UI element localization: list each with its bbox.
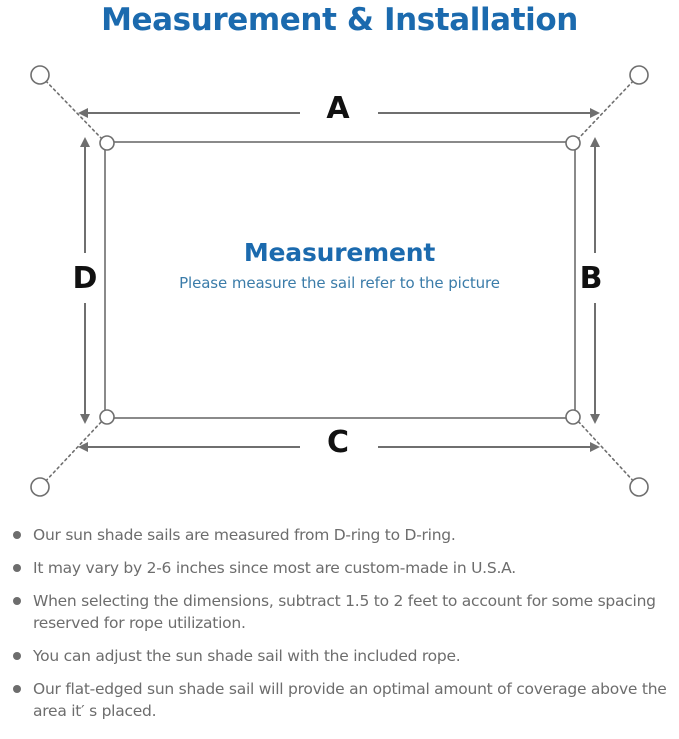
list-item: Our sun shade sails are measured from D-… <box>10 524 675 546</box>
anchor-circle-top-left <box>30 65 50 85</box>
anchor-circle-bottom-right <box>629 477 649 497</box>
list-item-text: It may vary by 2-6 inches since most are… <box>33 559 516 577</box>
d-ring-top-left <box>99 135 115 151</box>
dimension-label-b: B <box>579 261 603 296</box>
diagram-svg <box>30 65 649 497</box>
rope-top-left <box>41 76 104 141</box>
d-ring-top-right <box>565 135 581 151</box>
rope-top-right <box>576 76 638 141</box>
dimension-label-d: D <box>72 261 98 296</box>
d-ring-bottom-left <box>99 409 115 425</box>
diagram-center-subtext: Please measure the sail refer to the pic… <box>179 274 500 292</box>
bullet-icon <box>13 531 21 539</box>
rope-bottom-left <box>41 419 104 486</box>
list-item: It may vary by 2-6 inches since most are… <box>10 557 675 579</box>
bullet-icon <box>13 652 21 660</box>
list-item: You can adjust the sun shade sail with t… <box>10 645 675 667</box>
list-item-text: You can adjust the sun shade sail with t… <box>33 647 461 665</box>
list-item-text: When selecting the dimensions, subtract … <box>33 592 656 632</box>
measurement-diagram: A B C D Measurement Please measure the s… <box>0 48 679 518</box>
dimension-label-c: C <box>326 425 350 460</box>
d-ring-bottom-right <box>565 409 581 425</box>
bullet-icon <box>13 564 21 572</box>
anchor-circle-bottom-left <box>30 477 50 497</box>
sail-rectangle <box>104 141 576 419</box>
notes-list: Our sun shade sails are measured from D-… <box>10 524 675 733</box>
anchor-circle-top-right <box>629 65 649 85</box>
bullet-icon <box>13 597 21 605</box>
list-item: Our flat-edged sun shade sail will provi… <box>10 678 675 722</box>
list-item: When selecting the dimensions, subtract … <box>10 590 675 634</box>
dimension-label-a: A <box>326 91 350 126</box>
diagram-center-heading: Measurement <box>243 238 436 267</box>
bullet-icon <box>13 685 21 693</box>
list-item-text: Our flat-edged sun shade sail will provi… <box>33 680 667 720</box>
list-item-text: Our sun shade sails are measured from D-… <box>33 526 456 544</box>
rope-bottom-right <box>576 419 638 486</box>
page-title: Measurement & Installation <box>101 2 578 38</box>
